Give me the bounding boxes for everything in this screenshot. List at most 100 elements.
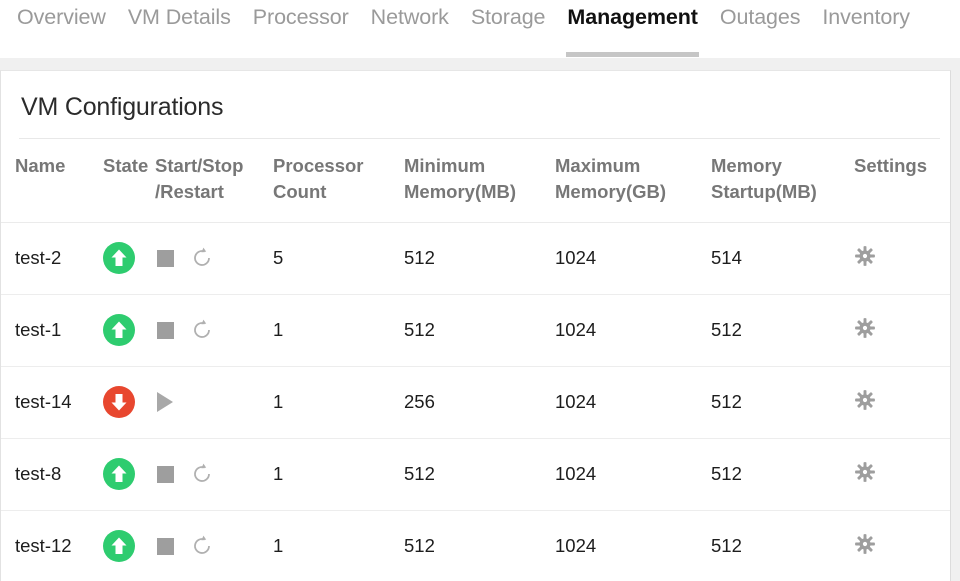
state-running-icon[interactable] xyxy=(103,458,135,491)
cell-vm-name: test-1 xyxy=(1,294,103,367)
column-header-maximum-memory: Maximum Memory(GB) xyxy=(555,139,711,223)
tab-processor[interactable]: Processor xyxy=(242,0,360,58)
stop-vm-icon[interactable] xyxy=(157,537,174,555)
state-stopped-icon[interactable] xyxy=(103,386,135,419)
column-header-name: Name xyxy=(1,139,103,223)
stop-square-glyph xyxy=(157,249,174,267)
title-divider xyxy=(19,138,940,139)
tab-inventory[interactable]: Inventory xyxy=(811,0,921,58)
play-triangle-glyph xyxy=(157,392,173,413)
cell-maximum-memory: 1024 xyxy=(555,222,711,295)
action-buttons xyxy=(155,318,273,342)
cell-settings xyxy=(854,510,950,581)
cell-processor-count: 1 xyxy=(273,294,404,367)
restart-vm-icon[interactable] xyxy=(190,246,214,270)
column-header-minmem-line1: Minimum xyxy=(404,155,486,176)
cell-maximum-memory: 1024 xyxy=(555,438,711,511)
cell-processor-count: 5 xyxy=(273,222,404,295)
column-header-start-stop-restart: Start/Stop /Restart xyxy=(155,139,273,223)
tab-overview[interactable]: Overview xyxy=(6,0,117,58)
vm-configurations-panel: VM Configurations Name State Start/Stop … xyxy=(0,70,951,581)
column-header-minmem-line2: Memory(MB) xyxy=(404,181,517,203)
cell-start-stop-restart xyxy=(155,222,273,295)
tab-label: Processor xyxy=(252,5,349,29)
cell-memory-startup: 512 xyxy=(711,438,854,511)
column-header-processor-count: Processor Count xyxy=(273,139,404,223)
tab-label: Management xyxy=(567,5,698,29)
cell-minimum-memory: 512 xyxy=(404,438,555,511)
tab-management[interactable]: Management xyxy=(556,0,708,58)
gear-icon[interactable] xyxy=(854,533,876,555)
stop-square-glyph xyxy=(157,537,174,555)
action-buttons xyxy=(155,246,273,270)
tab-outages[interactable]: Outages xyxy=(709,0,812,58)
cell-maximum-memory: 1024 xyxy=(555,510,711,581)
tab-label: Outages xyxy=(719,5,801,29)
state-running-icon[interactable] xyxy=(103,242,135,275)
stop-vm-icon[interactable] xyxy=(157,321,174,339)
stop-square-glyph xyxy=(157,465,174,483)
action-buttons xyxy=(155,392,273,413)
column-header-startmem-line2: Startup(MB) xyxy=(711,181,817,203)
column-header-minimum-memory: Minimum Memory(MB) xyxy=(404,139,555,223)
action-buttons xyxy=(155,534,273,558)
cell-state xyxy=(103,222,155,295)
stop-square-glyph xyxy=(157,321,174,339)
restart-vm-icon[interactable] xyxy=(190,534,214,558)
action-buttons xyxy=(155,462,273,486)
stop-vm-icon[interactable] xyxy=(157,249,174,267)
cell-state xyxy=(103,366,155,439)
gear-icon[interactable] xyxy=(854,389,876,411)
cell-state xyxy=(103,294,155,367)
column-header-proc-line1: Processor xyxy=(273,155,364,176)
state-running-icon[interactable] xyxy=(103,314,135,347)
cell-minimum-memory: 512 xyxy=(404,294,555,367)
cell-start-stop-restart xyxy=(155,438,273,511)
cell-maximum-memory: 1024 xyxy=(555,294,711,367)
cell-settings xyxy=(854,438,950,511)
cell-minimum-memory: 256 xyxy=(404,366,555,439)
cell-vm-name: test-8 xyxy=(1,438,103,511)
state-running-icon[interactable] xyxy=(103,530,135,563)
gear-icon[interactable] xyxy=(854,245,876,267)
tab-label: VM Details xyxy=(127,5,231,29)
tab-storage[interactable]: Storage xyxy=(460,0,557,58)
cell-vm-name: test-2 xyxy=(1,222,103,295)
table-header-row: Name State Start/Stop /Restart Processor… xyxy=(1,139,950,223)
gear-icon[interactable] xyxy=(854,317,876,339)
vm-configurations-table: Name State Start/Stop /Restart Processor… xyxy=(1,139,950,581)
cell-maximum-memory: 1024 xyxy=(555,366,711,439)
column-header-ssr-line2: /Restart xyxy=(155,181,224,203)
column-header-maxmem-line1: Maximum xyxy=(555,155,641,176)
cell-processor-count: 1 xyxy=(273,510,404,581)
page-title: VM Configurations xyxy=(21,93,224,121)
column-header-startmem-line1: Memory xyxy=(711,155,782,176)
stop-vm-icon[interactable] xyxy=(157,465,174,483)
table-header: Name State Start/Stop /Restart Processor… xyxy=(1,139,950,223)
restart-vm-icon[interactable] xyxy=(190,318,214,342)
tab-label: Network xyxy=(370,5,449,29)
cell-memory-startup: 512 xyxy=(711,510,854,581)
cell-processor-count: 1 xyxy=(273,366,404,439)
tab-vm-details[interactable]: VM Details xyxy=(117,0,242,58)
cell-vm-name: test-14 xyxy=(1,366,103,439)
gear-icon[interactable] xyxy=(854,461,876,483)
restart-vm-icon[interactable] xyxy=(190,462,214,486)
column-header-maxmem-line2: Memory(GB) xyxy=(555,181,667,203)
cell-memory-startup: 514 xyxy=(711,222,854,295)
column-header-memory-startup: Memory Startup(MB) xyxy=(711,139,854,223)
cell-start-stop-restart xyxy=(155,294,273,367)
cell-state xyxy=(103,510,155,581)
tab-label: Inventory xyxy=(822,5,910,29)
start-vm-icon[interactable] xyxy=(157,392,173,413)
cell-settings xyxy=(854,294,950,367)
cell-memory-startup: 512 xyxy=(711,294,854,367)
cell-state xyxy=(103,438,155,511)
tab-label: Storage xyxy=(470,5,546,29)
tab-network[interactable]: Network xyxy=(360,0,460,58)
